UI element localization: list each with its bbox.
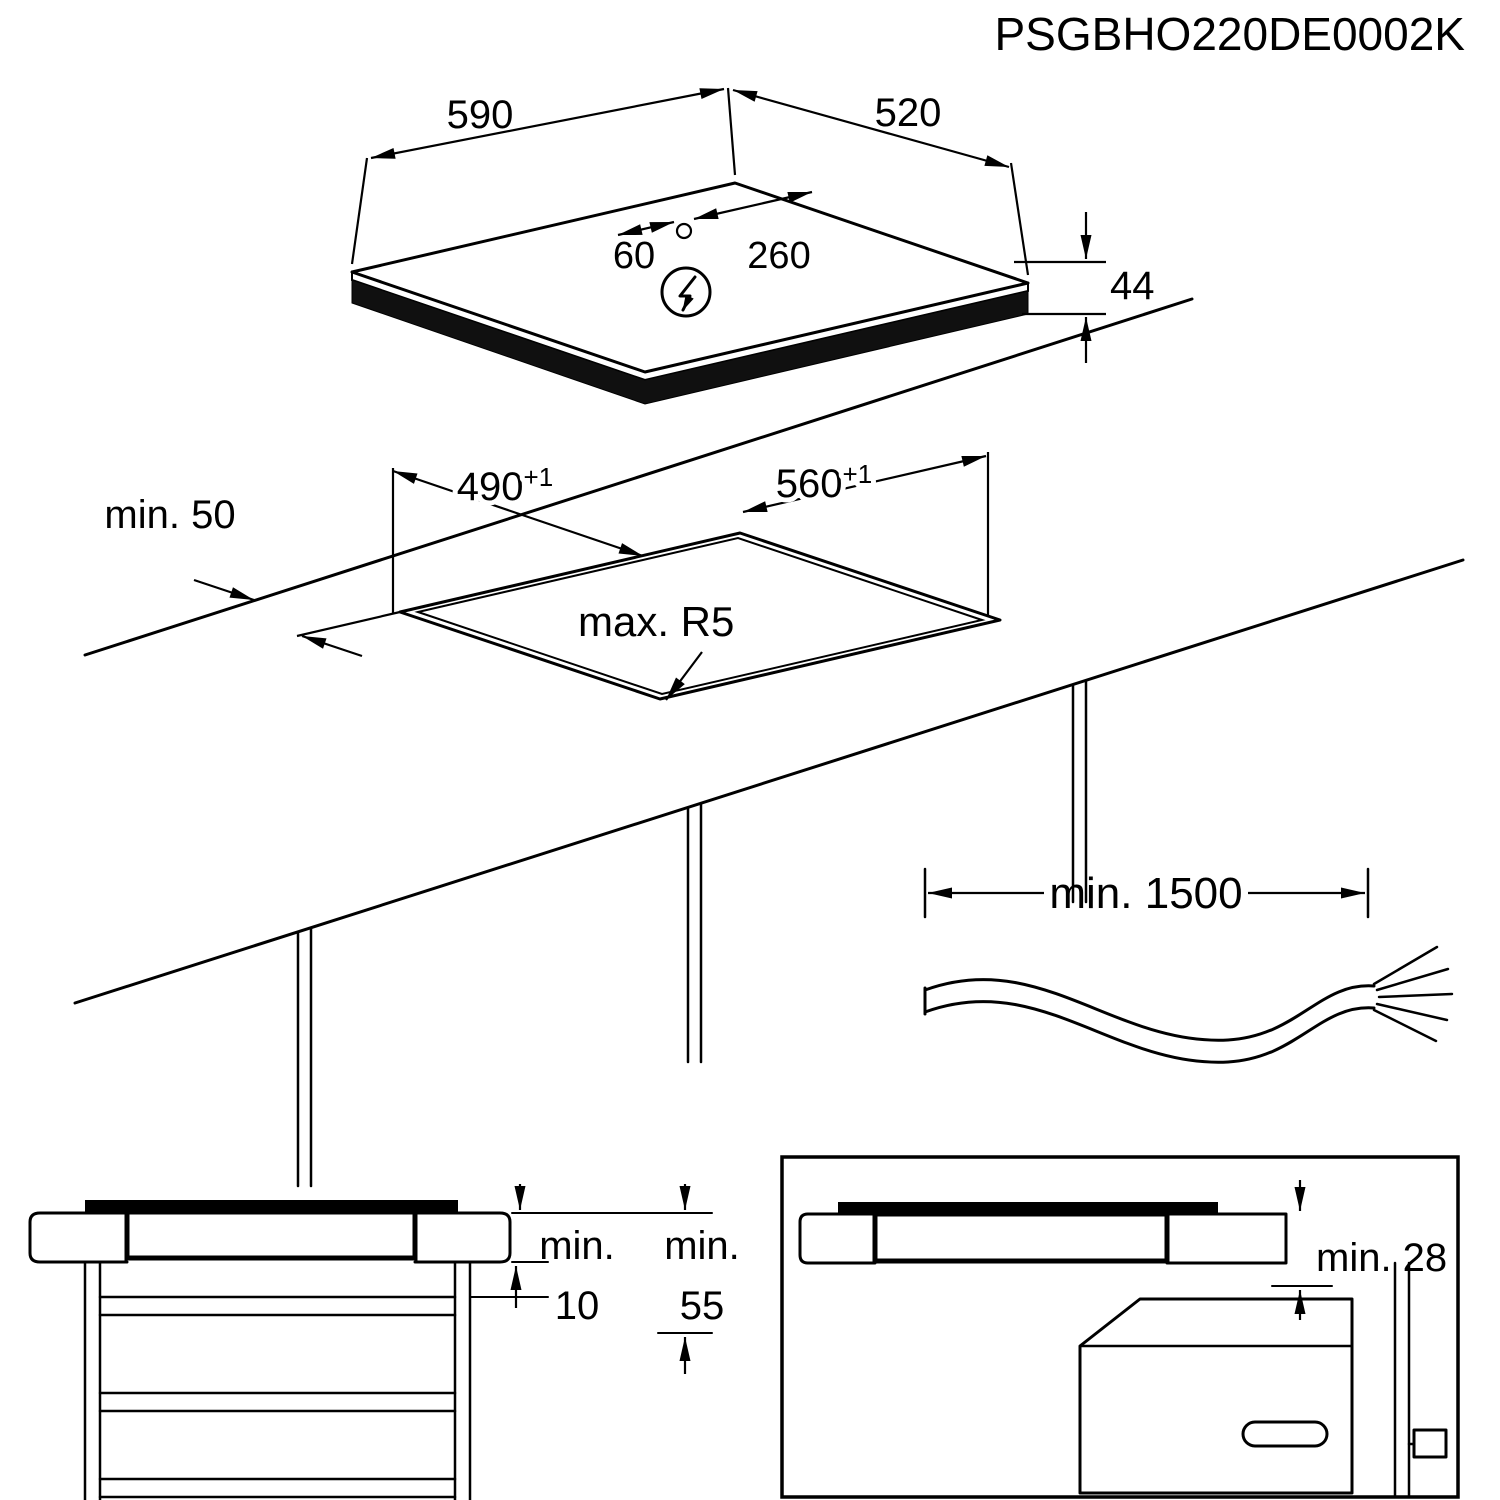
cable-span-label: 260 xyxy=(747,235,810,277)
hob-body-section-2 xyxy=(872,1211,1170,1264)
hob-gap-min-label: min. xyxy=(539,1224,615,1268)
hob-depth-label: 520 xyxy=(875,91,942,135)
power-cable-view: min. 1500 xyxy=(923,867,1454,1064)
drawer-clearance-label: min. xyxy=(664,1224,740,1268)
worktop-front-edge xyxy=(73,558,1465,1005)
worktop-section-right-2 xyxy=(1165,1212,1288,1265)
side-clearance-view: min. 10 min. 55 xyxy=(28,1184,740,1500)
hob-glass-section-2 xyxy=(838,1202,1218,1214)
cable-frayed-end xyxy=(1372,945,1454,1043)
hob-width-dim-line xyxy=(370,87,725,160)
cable-length-label: min. 1500 xyxy=(1049,869,1242,918)
cutout-depth-dim-line xyxy=(392,469,644,558)
cabinet-frame xyxy=(83,1260,472,1500)
electrical-connection-icon xyxy=(660,266,712,318)
worktop-section-left-2 xyxy=(798,1212,877,1265)
corner-radius-arrow xyxy=(665,651,703,701)
drawer-clearance-value: 55 xyxy=(680,1284,725,1328)
hob-gap-min-value: 10 xyxy=(555,1284,600,1328)
worktop-section-right xyxy=(413,1211,512,1264)
oven-outline xyxy=(1078,1297,1354,1495)
cutout-opening xyxy=(398,531,1002,701)
hob-height-label: 44 xyxy=(1110,264,1155,308)
cutout-depth-label: 490+1 xyxy=(457,462,553,509)
hob-width-label: 590 xyxy=(447,93,514,137)
product-code: PSGBHO220DE0002K xyxy=(995,8,1466,60)
cabinet-panels xyxy=(296,679,1088,1188)
cable-outline-bottom xyxy=(923,1000,1376,1064)
cable-entry-point xyxy=(675,222,693,240)
cable-outline-top xyxy=(923,978,1376,1042)
cutout-width-dim-line xyxy=(742,454,987,514)
cutout-inner-wall xyxy=(414,536,986,696)
isometric-hob-view: 590 520 60 260 44 xyxy=(350,87,1155,405)
corner-radius-label: max. R5 xyxy=(578,598,734,645)
cutout-width-label: 560+1 xyxy=(776,459,872,506)
hob-glass-section xyxy=(85,1200,458,1212)
hob-body-section xyxy=(124,1209,418,1261)
oven-handle xyxy=(1241,1420,1329,1448)
worktop-section-left xyxy=(28,1211,129,1264)
lightning-bolt-icon xyxy=(678,275,697,312)
hob-depth-dim-line xyxy=(732,88,1010,169)
rear-clearance-label: min. 50 xyxy=(104,493,235,537)
oven-clearance-view: min. 28 xyxy=(780,1155,1460,1499)
oven-clearance-label: min. 28 xyxy=(1316,1236,1447,1280)
worktop-cutout-view: 490+1 560+1 min. 50 max. R5 xyxy=(73,297,1465,1188)
cable-offset-label: 60 xyxy=(613,235,655,277)
